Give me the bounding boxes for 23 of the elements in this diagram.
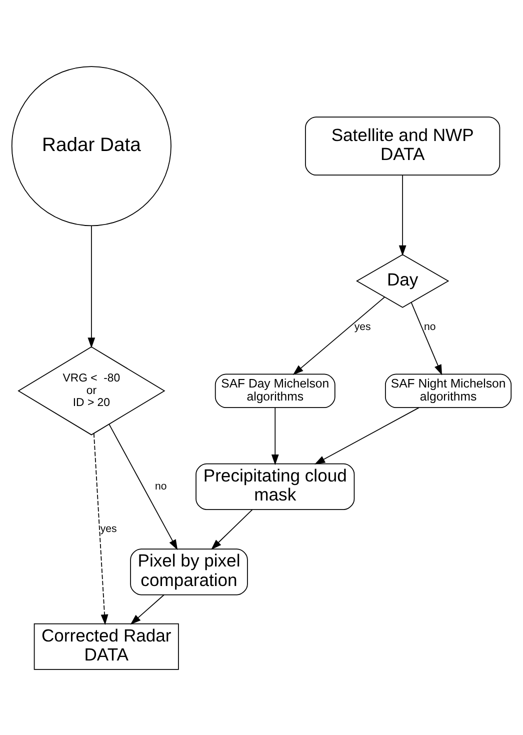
node-box: SAF Day Michelson algorithms — [214, 373, 336, 408]
arrow — [292, 296, 386, 374]
node-diamond: VRG < -80 or ID > 20 — [18, 346, 166, 435]
arrow — [398, 174, 406, 256]
arrow — [314, 406, 420, 464]
node-box: Satellite and NWP DATA — [305, 116, 500, 176]
edge-label: yes — [354, 320, 371, 332]
arrow — [93, 432, 108, 625]
edge-label: no — [155, 480, 167, 492]
edge-label: yes — [100, 522, 117, 535]
node-box: Corrected Radar DATA — [34, 622, 179, 670]
arrow — [88, 224, 96, 348]
arrow — [130, 594, 164, 624]
arrow — [211, 508, 253, 550]
arrow — [271, 406, 279, 465]
node-box: Precipitating cloud mask — [196, 462, 355, 510]
node-box: SAF Night Michelson algorithms — [385, 373, 512, 408]
node-circle: Radar Data — [11, 66, 172, 226]
arrow — [108, 423, 178, 550]
node-box: Pixel by pixel comparation — [130, 548, 248, 595]
edge-label: no — [424, 320, 436, 332]
arrow — [410, 302, 442, 375]
node-diamond: Day — [356, 254, 450, 308]
